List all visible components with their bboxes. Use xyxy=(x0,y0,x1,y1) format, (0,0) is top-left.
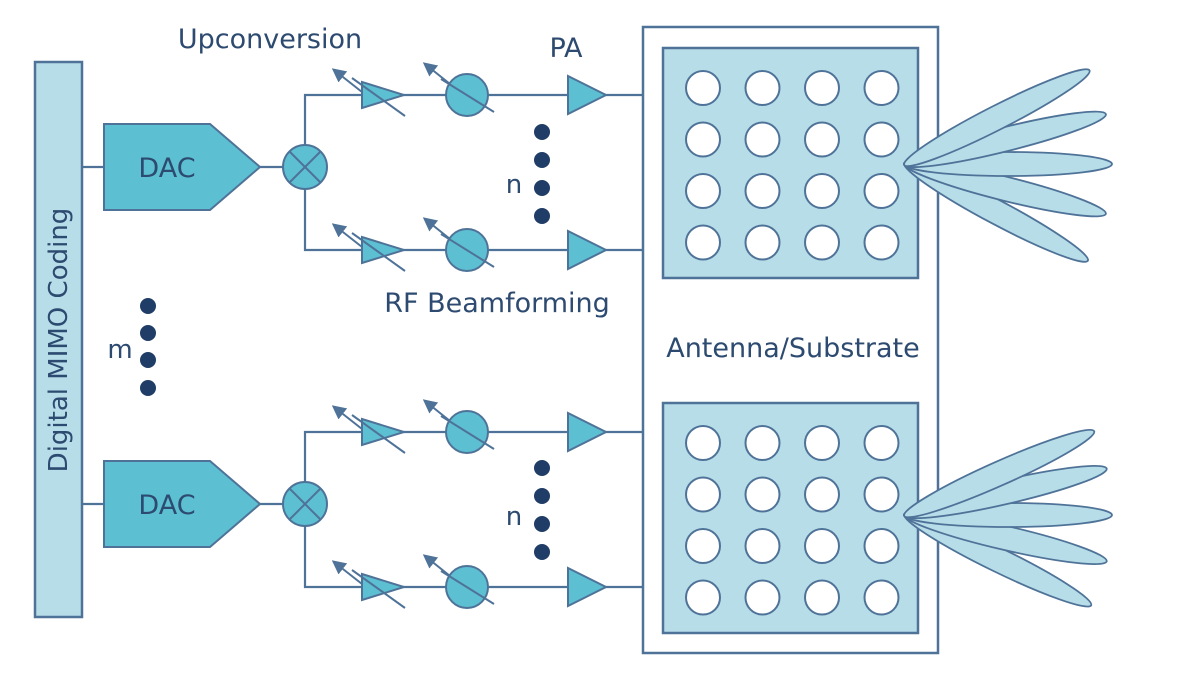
attenuator-icon xyxy=(361,417,408,447)
antenna-element xyxy=(744,121,781,158)
power-amplifier-icon xyxy=(567,74,609,116)
dac-label-2: DAC xyxy=(138,490,195,521)
power-amplifier-icon xyxy=(567,411,609,453)
antenna-element xyxy=(804,121,840,158)
rf-chain-2: DAC n xyxy=(82,399,643,609)
attenuator-icon xyxy=(361,235,408,265)
antenna-element xyxy=(863,476,900,513)
dac-block-1 xyxy=(103,123,262,211)
power-amplifier-icon xyxy=(567,566,609,608)
antenna-element xyxy=(804,70,840,106)
antenna-element xyxy=(685,476,721,513)
antenna-substrate-label: Antenna/Substrate xyxy=(666,333,920,364)
pa-label: PA xyxy=(549,33,583,64)
upconversion-label: Upconversion xyxy=(178,24,362,55)
antenna-element xyxy=(804,224,840,261)
beam-lobe xyxy=(903,428,1096,519)
antenna-element xyxy=(685,579,721,616)
beam-lobe xyxy=(903,68,1091,168)
mixer-icon xyxy=(282,144,328,190)
digital-mimo-coding-label: Digital MIMO Coding xyxy=(44,208,74,473)
antenna-element xyxy=(744,528,781,564)
antenna-element xyxy=(685,224,721,261)
dac-block-2 xyxy=(103,460,262,548)
m-index-label: m xyxy=(107,335,132,365)
attenuator-icon xyxy=(361,80,408,110)
antenna-element xyxy=(863,579,900,616)
antenna-element xyxy=(804,173,840,209)
antenna-element xyxy=(685,425,721,461)
antenna-element xyxy=(744,173,781,209)
rf-chain-1: DAC n xyxy=(82,62,643,272)
antenna-element xyxy=(863,70,900,106)
antenna-element xyxy=(863,121,900,158)
antenna-element xyxy=(804,579,840,616)
mixer-icon xyxy=(282,481,328,527)
antenna-element xyxy=(804,528,840,564)
antenna-array-bottom xyxy=(661,401,920,635)
antenna-element xyxy=(863,425,900,461)
rf-beamforming-label: RF Beamforming xyxy=(384,288,610,319)
antenna-element xyxy=(804,476,840,513)
beam-pattern-top xyxy=(903,68,1113,263)
dac-label-1: DAC xyxy=(138,153,195,184)
antenna-element xyxy=(685,121,721,158)
n-index-label: n xyxy=(506,502,522,532)
m-ellipsis xyxy=(140,298,156,396)
antenna-element xyxy=(744,425,781,461)
attenuator-icon xyxy=(361,572,408,602)
antenna-element xyxy=(744,476,781,513)
antenna-element xyxy=(685,173,721,209)
antenna-element xyxy=(863,224,900,261)
beam-pattern-bottom xyxy=(903,428,1113,608)
antenna-array-top xyxy=(661,46,920,280)
antenna-element xyxy=(744,224,781,261)
antenna-element xyxy=(685,70,721,106)
antenna-element xyxy=(863,528,900,564)
antenna-element xyxy=(744,579,781,616)
n-ellipsis xyxy=(534,460,550,560)
n-index-label: n xyxy=(506,170,522,200)
digital-mimo-coding-block xyxy=(33,60,84,619)
antenna-element xyxy=(804,425,840,461)
antenna-element xyxy=(863,173,900,209)
antenna-element xyxy=(744,70,781,106)
antenna-element xyxy=(685,528,721,564)
power-amplifier-icon xyxy=(567,229,609,271)
n-ellipsis xyxy=(534,124,550,224)
